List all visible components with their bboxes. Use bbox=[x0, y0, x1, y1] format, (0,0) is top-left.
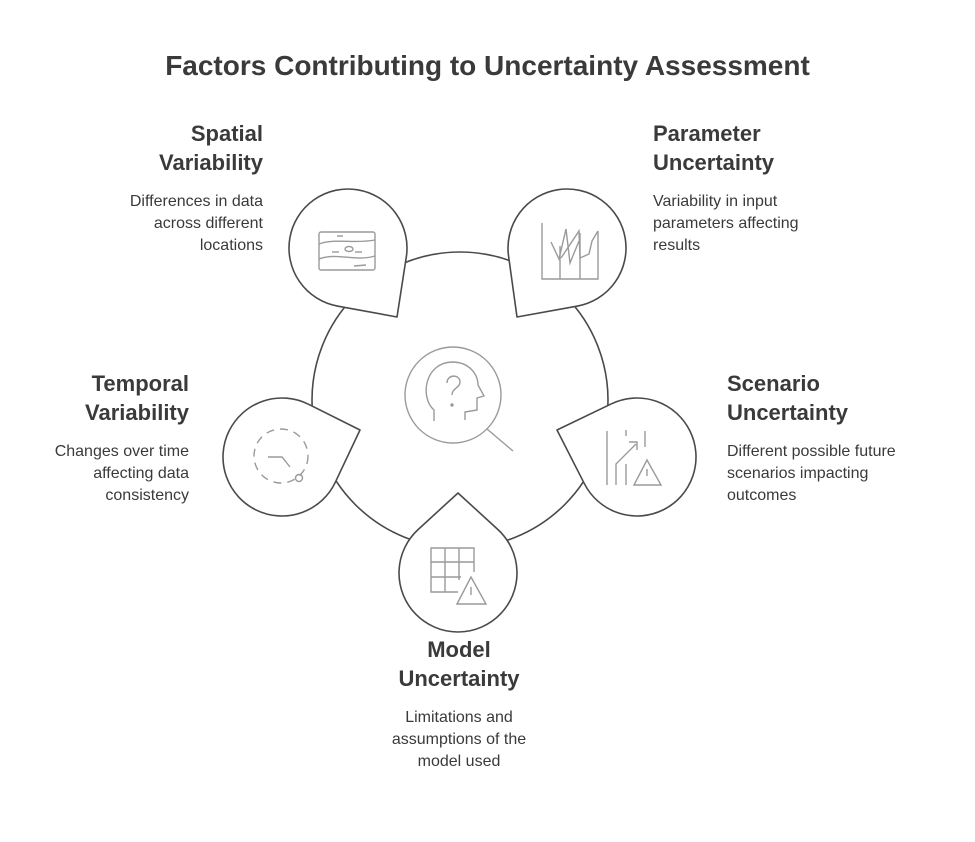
factor-description: affecting data bbox=[93, 465, 189, 482]
factor-heading: Model bbox=[427, 637, 491, 662]
factor-description: model used bbox=[417, 753, 501, 770]
head-question-magnifier-icon bbox=[404, 346, 514, 452]
teardrop-temporal bbox=[222, 397, 361, 517]
factor-heading: Uncertainty bbox=[727, 400, 849, 425]
map-terrain-icon bbox=[318, 231, 376, 271]
teardrop-parameter bbox=[507, 188, 627, 318]
factor-heading: Uncertainty bbox=[653, 150, 775, 175]
factor-description: consistency bbox=[105, 487, 189, 504]
factor-heading: Spatial bbox=[190, 121, 263, 146]
road-warning-icon bbox=[606, 430, 663, 486]
teardrop-scenario bbox=[556, 397, 697, 517]
factor-description: locations bbox=[199, 237, 263, 254]
factor-heading: Variability bbox=[85, 400, 189, 425]
factor-heading: Variability bbox=[159, 150, 263, 175]
factor-description: Variability in input bbox=[653, 193, 778, 210]
grid-warning-icon bbox=[430, 547, 488, 605]
factor-description: parameters affecting bbox=[653, 215, 799, 232]
factor-description: Changes over time bbox=[54, 443, 189, 460]
factor-description: across different bbox=[153, 215, 263, 232]
diagram-title: Factors Contributing to Uncertainty Asse… bbox=[165, 50, 810, 81]
line-chart-icon bbox=[541, 223, 599, 280]
factor-description: assumptions of the bbox=[391, 731, 527, 748]
factor-description: Limitations and bbox=[405, 709, 513, 726]
factor-description: scenarios impacting bbox=[727, 465, 869, 482]
factor-heading: Scenario bbox=[727, 371, 820, 396]
dashed-clock-icon bbox=[253, 428, 309, 484]
factor-heading: Uncertainty bbox=[398, 666, 520, 691]
factor-heading: Temporal bbox=[91, 371, 189, 396]
factor-heading: Parameter bbox=[653, 121, 761, 146]
teardrop-spatial bbox=[288, 188, 408, 318]
factor-description: Different possible future bbox=[727, 443, 896, 460]
factor-description: Differences in data bbox=[129, 193, 263, 210]
factor-description: results bbox=[653, 237, 701, 254]
factor-description: outcomes bbox=[727, 487, 797, 504]
